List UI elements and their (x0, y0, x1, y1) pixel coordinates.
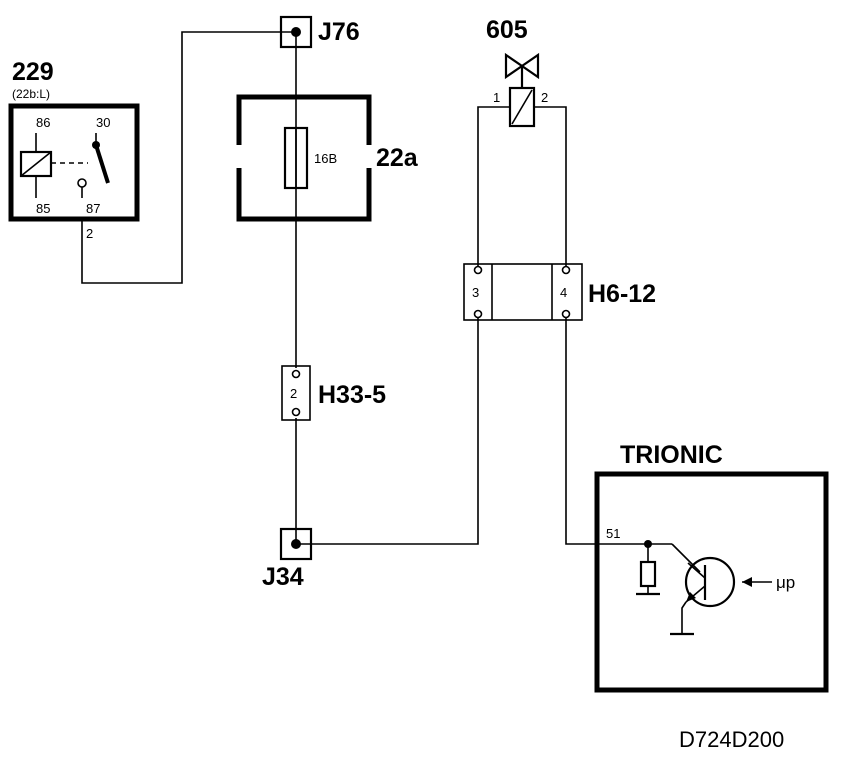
h33-box (281, 365, 311, 421)
trionic-label: TRIONIC (620, 441, 723, 469)
arrow-left-icon (742, 577, 752, 587)
wire-h6-valve-pin1 (477, 106, 510, 268)
fuse-label: 22a (376, 144, 419, 172)
h33-label: H33-5 (318, 381, 386, 409)
connector-j34: J34 (262, 527, 313, 591)
relay-id: 229 (12, 58, 54, 86)
connector-j76: J76 (279, 15, 360, 49)
relay-box (8, 103, 140, 222)
valve-id: 605 (486, 16, 528, 44)
wire-h6-valve-pin2 (534, 106, 567, 268)
j34-label: J34 (262, 563, 304, 591)
wires (81, 31, 648, 545)
connector-h6-12: 3 4 H6-12 (463, 263, 656, 321)
relay-pin-86: 86 (36, 115, 50, 130)
trionic-box (594, 471, 829, 693)
relay-out-pin: 2 (86, 226, 93, 241)
wire-j34-h6 (296, 316, 479, 545)
trionic-mu: μp (776, 573, 795, 592)
j34-box (279, 527, 313, 561)
h6-pin-3: 3 (472, 285, 479, 300)
valve-icon (504, 52, 524, 80)
relay-coil-icon (19, 150, 53, 178)
relay-switch-icon (94, 144, 110, 184)
fuse-value: 16B (314, 151, 337, 166)
valve-pin-2: 2 (541, 90, 548, 105)
solenoid-coil-icon (508, 86, 536, 128)
relay-pin-30: 30 (96, 115, 110, 130)
relay-sub: (22b:L) (12, 87, 50, 101)
connector-h33-5: 2 H33-5 (281, 365, 386, 421)
j76-label: J76 (318, 18, 360, 46)
diagram-code: D724D200 (679, 727, 784, 752)
fuse-box-22a: 16B 22a (236, 94, 419, 222)
relay-pin-85: 85 (36, 201, 50, 216)
valve-pin-1: 1 (493, 90, 500, 105)
valve-605: 605 1 2 (486, 16, 548, 128)
j76-box (279, 15, 313, 49)
trionic-ecu: TRIONIC 51 μp (594, 441, 829, 693)
relay-pin-87: 87 (86, 201, 100, 216)
trionic-pin: 51 (606, 526, 620, 541)
h6-label: H6-12 (588, 280, 656, 308)
resistor-icon (639, 560, 657, 588)
h6-box (463, 263, 583, 321)
h33-pin: 2 (290, 386, 297, 401)
relay-229: 229 (22b:L) 86 30 85 87 2 (8, 58, 140, 241)
h6-pin-4: 4 (560, 285, 567, 300)
wire-relay-to-j76 (81, 31, 296, 284)
wire-h6-trionic (565, 316, 648, 545)
transistor-icon (684, 556, 736, 608)
